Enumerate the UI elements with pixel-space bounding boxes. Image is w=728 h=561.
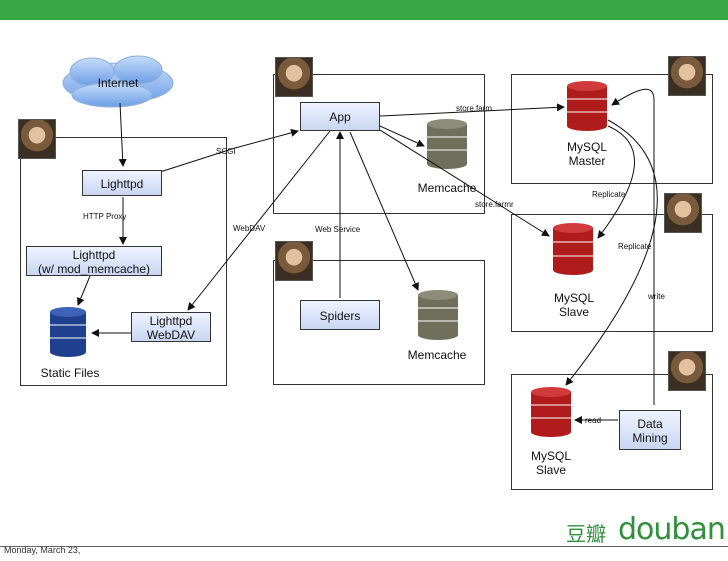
web-service-label: Web Service	[315, 225, 361, 234]
internet-label: Internet	[97, 76, 139, 90]
mysql-master-line1: MySQL	[566, 140, 607, 154]
mysql-slave1-label: MySQL Slave	[544, 291, 604, 319]
lighttpd-webdav-node: Lighttpd WebDAV	[131, 312, 211, 342]
memcache-bottom-label: Memcache	[407, 348, 467, 362]
lighttpd-webdav-line1: Lighttpd	[149, 314, 193, 328]
edge-app-memcache2	[349, 131, 419, 291]
mysql-slave2-line2: Slave	[535, 463, 567, 477]
edge-internet-lighttpd	[118, 102, 127, 167]
replicate-label-2: Replicate	[618, 242, 652, 251]
store-farmr-label: store.farmr	[475, 200, 514, 209]
http-proxy-label: HTTP Proxy	[83, 212, 127, 221]
database-icon	[567, 81, 607, 131]
scgi-label: SCGI	[216, 147, 236, 156]
lighttpd-memcache-line1: Lighttpd	[72, 248, 116, 262]
memcache-top-label: Memcache	[417, 181, 477, 195]
lighttpd-node: Lighttpd	[82, 170, 162, 196]
database-icon	[531, 387, 571, 437]
write-label: write	[648, 292, 665, 301]
edge-memcache-static	[76, 275, 91, 306]
avatar-icon	[668, 56, 706, 96]
data-mining-node: Data Mining	[619, 410, 681, 450]
static-files-label: Static Files	[40, 366, 100, 380]
lighttpd-memcache-line2: (w/ mod_memcache)	[37, 262, 151, 276]
data-mining-line1: Data	[637, 417, 663, 431]
avatar-icon	[668, 351, 706, 391]
avatar-icon	[275, 57, 313, 97]
read-label: read	[585, 416, 602, 425]
spiders-label: Spiders	[319, 309, 361, 323]
footer-date: Monday, March 23,	[4, 545, 81, 555]
database-icon	[427, 119, 467, 169]
app-label: App	[329, 110, 351, 124]
mysql-slave1-line1: MySQL	[553, 291, 594, 305]
webdav-label: WebDAV	[233, 224, 266, 233]
edge-scgi	[159, 128, 299, 173]
edge-app-memcache	[379, 125, 425, 147]
lighttpd-label: Lighttpd	[100, 177, 144, 191]
mysql-slave2-line1: MySQL	[530, 449, 571, 463]
store-farm-label: store.farm	[456, 104, 493, 113]
douban-logo: 豆瓣 douban	[566, 512, 726, 548]
cloud-icon	[62, 55, 174, 108]
mysql-slave1-box	[511, 214, 713, 332]
app-node: App	[300, 102, 380, 131]
edge-mining-master	[611, 88, 655, 405]
mysql-slave2-label: MySQL Slave	[521, 449, 581, 477]
database-icon	[50, 307, 86, 357]
database-icon	[553, 223, 593, 275]
avatar-icon	[18, 119, 56, 159]
edge-master-slave1	[597, 125, 635, 239]
mysql-master-line2: Master	[568, 154, 606, 168]
data-mining-line2: Mining	[632, 431, 668, 445]
edge-app-master	[379, 103, 565, 117]
edge-master-slave2	[565, 119, 658, 386]
edge-app-slave1	[379, 129, 550, 237]
top-banner	[0, 0, 728, 20]
database-icon	[418, 290, 458, 340]
footer-rule	[0, 546, 728, 547]
logo-chinese: 豆瓣	[566, 522, 606, 546]
replicate-label-1: Replicate	[592, 190, 626, 199]
avatar-icon	[275, 241, 313, 281]
logo-latin: douban	[618, 512, 726, 547]
mysql-slave1-line2: Slave	[558, 305, 590, 319]
lighttpd-memcache-node: Lighttpd (w/ mod_memcache)	[26, 246, 162, 276]
avatar-icon	[664, 193, 702, 233]
lighttpd-webdav-line2: WebDAV	[146, 328, 196, 342]
spiders-node: Spiders	[300, 300, 380, 330]
mysql-master-label: MySQL Master	[556, 140, 618, 168]
edge-webdav-app	[187, 130, 331, 311]
